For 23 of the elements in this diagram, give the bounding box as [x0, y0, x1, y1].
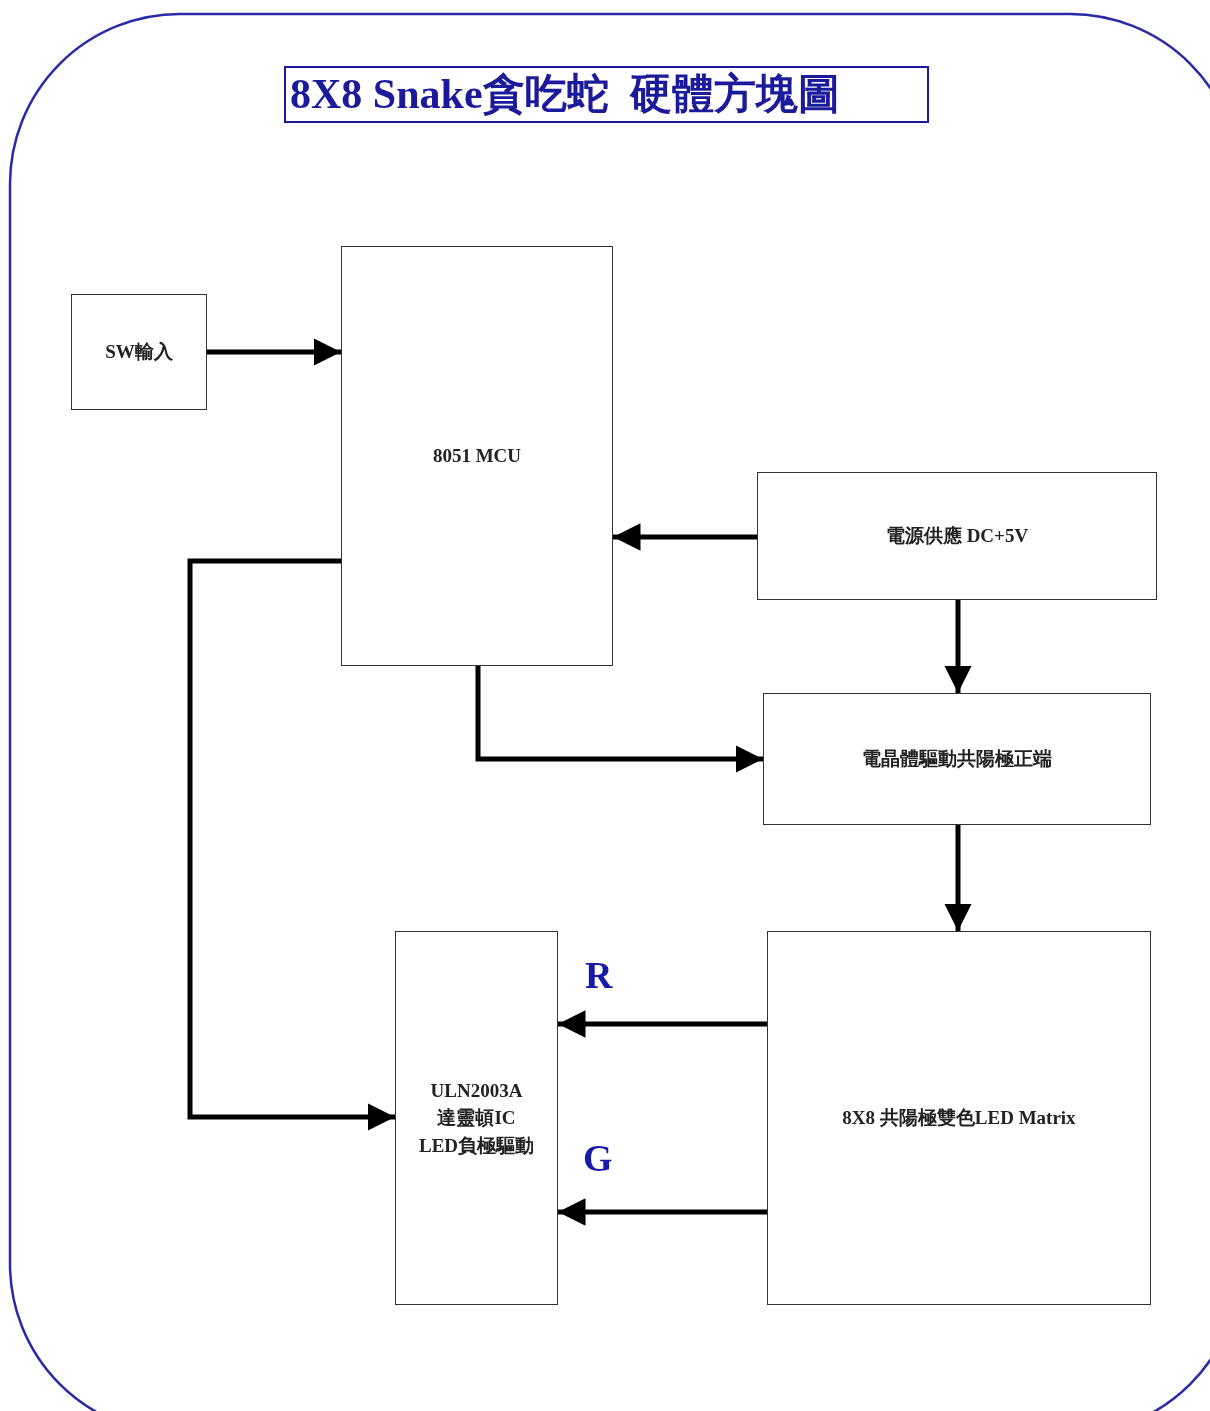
block-box — [395, 931, 558, 1305]
block-box — [757, 472, 1157, 600]
arrow — [558, 1198, 767, 1226]
block-box — [71, 294, 207, 410]
block-label: LED負極驅動 — [418, 1133, 535, 1158]
block-box — [341, 246, 613, 666]
block-label: SW輸入 — [105, 340, 173, 365]
arrow — [558, 1010, 767, 1038]
arrow — [944, 825, 972, 931]
block-box — [763, 693, 1151, 825]
block-label: 8051 MCU — [432, 444, 522, 469]
arrow — [613, 523, 757, 551]
block-label: 電晶體驅動共陽極正端 — [862, 747, 1052, 772]
arrow — [207, 338, 341, 366]
arrow — [475, 666, 763, 773]
block-label: ULN2003A — [430, 1078, 523, 1103]
block-label: 8X8 共陽極雙色LED Matrix — [842, 1106, 1076, 1131]
arrow — [944, 600, 972, 693]
block-box — [767, 931, 1151, 1305]
block-label: 達靈頓IC — [437, 1106, 516, 1131]
diagram-title: 8X8 Snake貪吃蛇 硬體方塊圖 — [284, 66, 929, 123]
block-label: 電源供應 DC+5V — [885, 524, 1029, 549]
arrow — [187, 558, 395, 1131]
